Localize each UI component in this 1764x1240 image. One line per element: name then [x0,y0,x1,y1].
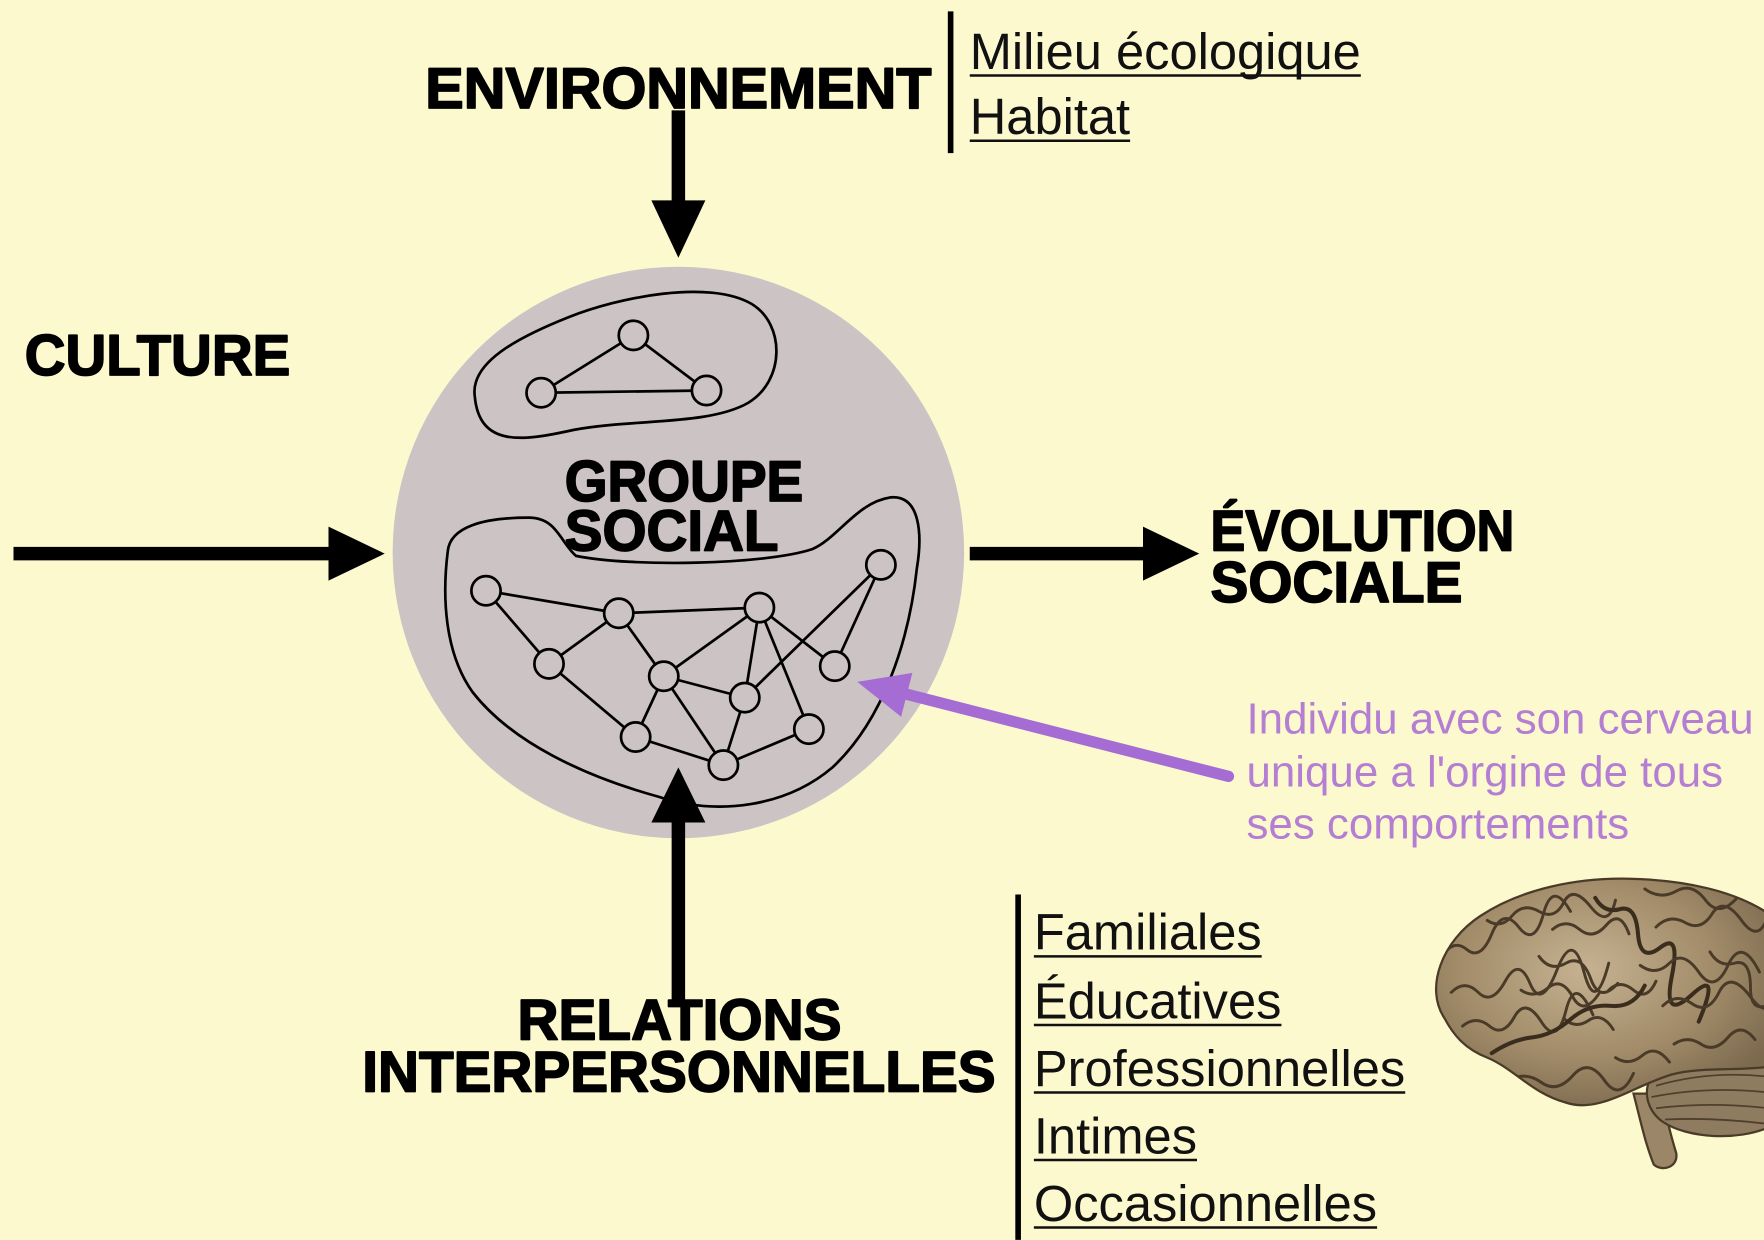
social-group-circle [392,266,965,839]
culture-arrow-head [328,526,385,581]
annotation-arrow-shaft [901,688,1235,782]
network-edge [662,675,725,766]
network-edge [743,563,882,699]
relations-arrow [651,767,706,1002]
network-edge [833,564,883,667]
brain-gyrus [1461,992,1595,1034]
brain-lateral-sulcus [1489,983,1647,1056]
environment-item-habitat: Habitat [970,88,1130,145]
culture-label: CULTURE [25,324,291,388]
network-node [728,681,761,714]
social-group-label-line1: GROUPE [565,450,804,514]
network-edge [484,589,551,665]
network-node [690,374,723,407]
cerebellum-fold [1655,1073,1764,1087]
network-node [647,660,680,693]
brain-gyrus [1708,950,1764,1009]
annotation-line3: ses comportements [1247,799,1630,848]
cerebellum-fold [1651,1089,1764,1098]
social-group-label-line2: SOCIAL [565,499,779,563]
brain-gyrus [1519,982,1602,1008]
brain-gyrus [1449,948,1611,999]
lower-subgroup-outline [443,496,921,808]
network-edge [485,589,619,615]
cerebellum-fold [1655,1104,1764,1110]
brain-gyri [1440,886,1764,1092]
relations-item-professionnelles: Professionnelles [1034,1040,1405,1097]
cerebellum-fold [1664,1118,1764,1125]
evolution-arrow-head [1143,526,1200,581]
individual-annotation-arrow [857,672,1235,782]
network-node [602,597,635,630]
evolution-arrow [969,526,1200,581]
network-edge [662,606,761,678]
relations-item-occasionnelles: Occasionnelles [1034,1175,1377,1232]
network-node [707,749,740,782]
brain-gyrus [1562,1016,1615,1031]
network-edge [758,607,811,730]
brain-gyrus [1551,917,1631,936]
annotation-line2: unique a l'orgine de tous [1247,748,1724,797]
annotation-arrow-head [857,672,913,717]
network-node [525,376,558,409]
relations-label-line1: RELATIONS [518,989,842,1053]
network-node [818,650,851,683]
brain-gyrus [1537,954,1620,994]
network-edge [541,389,707,395]
brain-illustration [1435,877,1764,1170]
network-edge [618,606,760,615]
network-node [792,713,825,746]
brain-gyrus [1508,1066,1635,1092]
culture-arrow [13,526,385,581]
environment-arrow [651,110,706,258]
brain-gyrus [1607,979,1658,996]
brain-gyrus [1440,894,1572,958]
brain-gyrus [1654,904,1764,933]
brain-gyrus [1485,893,1617,926]
relations-item-intimes: Intimes [1034,1107,1197,1164]
relations-arrow-head [651,767,706,823]
network-node [864,548,897,581]
environment-item-milieu: Milieu écologique [970,23,1361,80]
relations-item-educatives: Éducatives [1034,972,1282,1029]
annotation-line1: Individu avec son cerveau [1247,695,1754,744]
individual-annotation-text: Individu avec son cerveau unique a l'org… [1247,695,1754,849]
lower-subgroup [443,496,921,808]
network-edge [548,662,637,739]
relations-label-line2: INTERPERSONNELLES [362,1040,995,1104]
environment-label: ENVIRONNEMENT [425,57,931,121]
relations-item-familiales: Familiales [1034,904,1262,961]
brain-gyrus [1614,1049,1671,1064]
social-evolution-label-line1: ÉVOLUTION [1211,499,1515,563]
network-node [619,721,652,753]
environment-arrow-head [651,200,706,258]
network-node [743,591,776,624]
brain-gyrus [1672,1028,1757,1049]
network-edge [540,334,635,394]
network-node [617,319,650,352]
network-node [533,647,565,680]
upper-subgroup [473,290,778,440]
environment-block: ENVIRONNEMENT Milieu écologique Habitat [424,11,1361,154]
relations-block: RELATIONS INTERPERSONNELLES Familiales É… [361,894,1406,1240]
brain-gyrus [1638,950,1761,984]
network-node [470,574,502,607]
social-evolution-label-line2: SOCIALE [1211,551,1463,615]
brain-central-sulcus [1593,895,1711,1024]
upper-subgroup-outline [473,290,778,440]
